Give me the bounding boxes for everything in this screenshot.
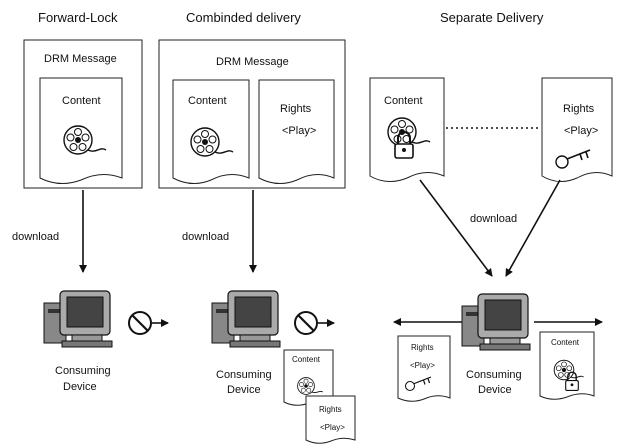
combined-rights-document [258,79,335,184]
separate-play-label: <Play> [564,125,598,137]
title-forward-lock: Forward-Lock [38,10,118,25]
forward-lock-content-label: Content [62,95,101,107]
no-entry-icon [127,310,153,336]
separate-left-rights-label: Rights [411,343,434,352]
combined-small-rights-label: Rights [319,405,342,414]
separate-right-content-label: Content [551,338,580,347]
separate-rights-label: Rights [563,103,595,115]
forward-lock-device-label-1: Consuming [55,365,111,377]
combined-drm-message-label: DRM Message [216,56,289,68]
computer-icon [43,290,113,348]
no-entry-icon [293,310,319,336]
combined-device-label-2: Device [227,384,261,396]
separate-device-label-1: Consuming [466,369,522,381]
separate-rights-document [541,77,613,182]
combined-small-rights-document [305,395,356,444]
computer-icon [461,293,531,351]
title-combined-delivery: Combinded delivery [186,10,301,25]
combined-download-label: download [182,231,229,243]
combined-small-content-label: Content [292,355,321,364]
separate-left-play-label: <Play> [410,361,435,370]
separate-content-label: Content [384,95,423,107]
combined-rights-label: Rights [280,103,312,115]
combined-device-label-1: Consuming [216,369,272,381]
separate-device-label-2: Device [478,384,512,396]
forward-lock-download-label: download [12,231,59,243]
separate-download-label: download [470,213,517,225]
title-separate-delivery: Separate Delivery [440,10,544,25]
forward-lock-device-label-2: Device [63,381,97,393]
combined-content-label: Content [188,95,227,107]
separate-rights-download-arrow [505,179,561,277]
combined-small-play-label: <Play> [320,423,345,432]
computer-icon [211,290,281,348]
separate-content-download-arrow [419,179,493,277]
forward-lock-drm-message-label: DRM Message [44,53,117,65]
combined-play-label: <Play> [282,125,316,137]
